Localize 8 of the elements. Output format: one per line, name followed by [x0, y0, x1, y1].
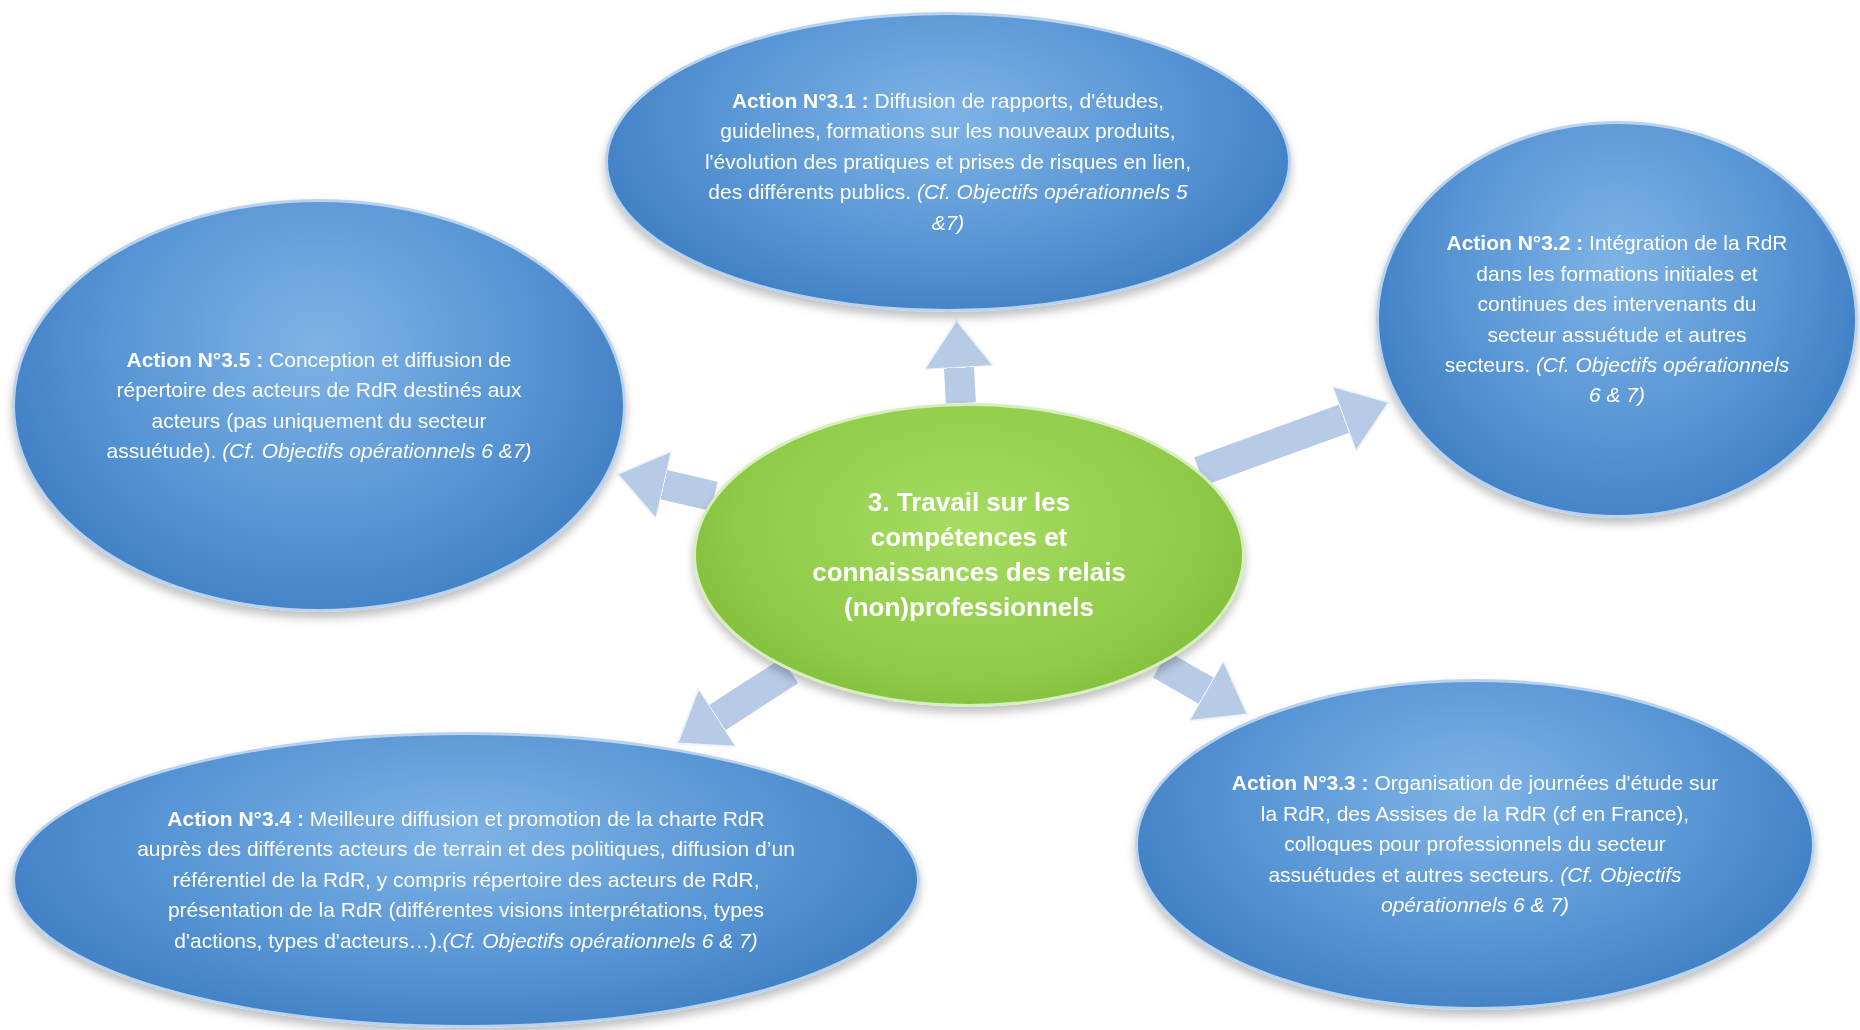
action-description: Action N°3.2 : Intégration de la RdR dans les formations initiales et continues des intervenants du secteur assuétude et autres secteurs. (Cf. Objectifs opérationnels 6 & 7) — [1443, 230, 1791, 409]
action-description: Action N°3.4 : Meilleure diffusion et promotion de la charte RdR auprès des différents acteurs de terrain et des politiques, diffusion d’un référentiel de la RdR, y compris répertoire des acteurs de RdR, présentation de la RdR (différentes visions interprétations, types d'actions, types d'acteurs…).(Cf. Objectifs opérationnels 6 & 7) — [136, 805, 796, 954]
block-arrow — [616, 449, 718, 520]
central-theme-text: 3. Travail sur les compétences et connaissances des relais (non)professionnels — [811, 485, 1127, 625]
action-description: Action N°3.5 : Conception et diffusion de répertoire des acteurs de RdR destinés aux acteurs (pas uniquement du secteur assuétude). (Cf. Objectifs opérationnels 6 &7) — [105, 346, 533, 464]
action-description: Action N°3.3 : Organisation de journées d'étude sur la RdR, des Assises de la RdR (cf en France), colloques pour professionnels du secteur assuétudes et autres secteurs. (Cf. Objectifs opérationnels 6 & 7) — [1230, 770, 1720, 919]
block-arrow — [923, 318, 995, 404]
action-description: Action N°3.1 : Diffusion de rapports, d'études, guidelines, formations sur les nouveaux produits, l'évolution des pratiques et prises de risques en lien, des différents publics. (Cf. Objectifs opérationnels 5 &7) — [703, 87, 1193, 236]
